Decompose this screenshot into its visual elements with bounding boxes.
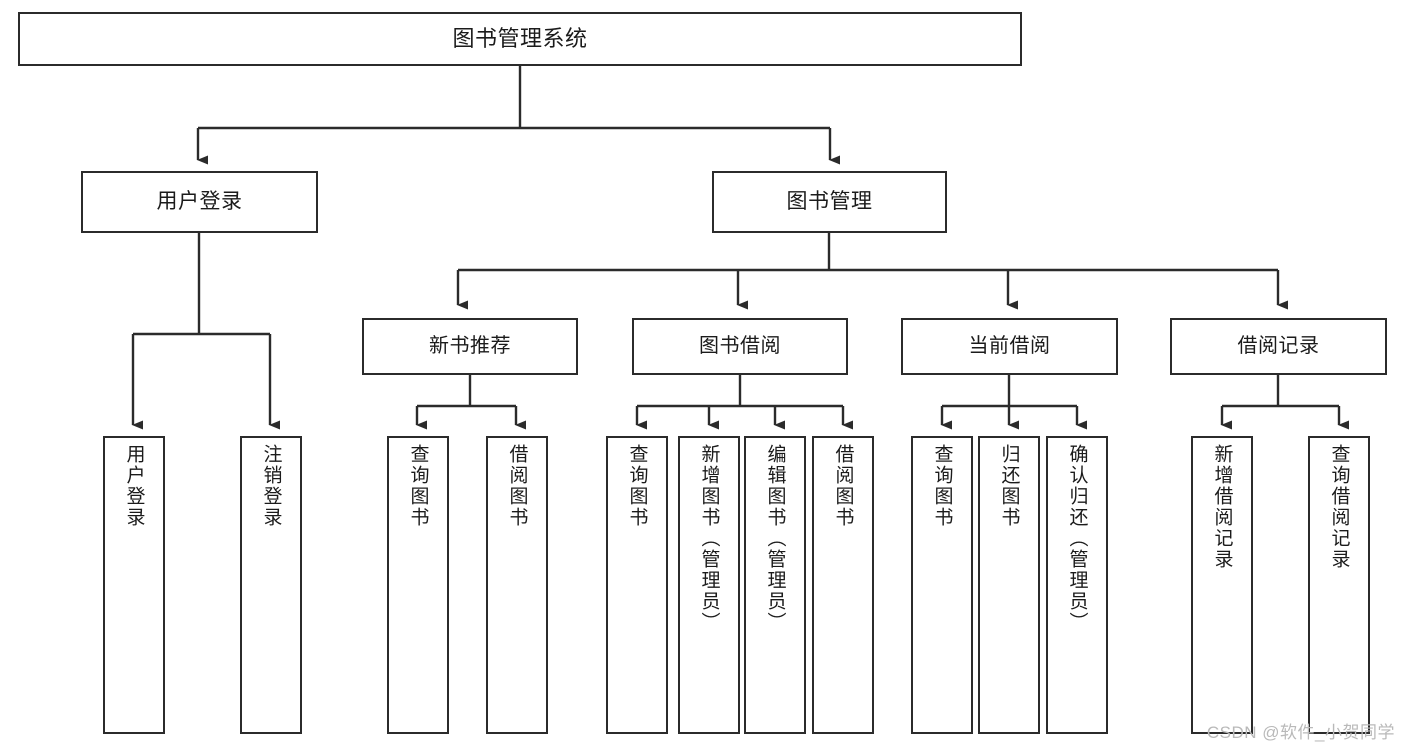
node-label: 新增借阅记录 — [1211, 444, 1233, 570]
node-label: 新增图书（管理员） — [698, 444, 720, 633]
leaf-query-borrow-record[interactable]: 查询借阅记录 — [1308, 436, 1370, 734]
node-label: 借阅记录 — [1237, 335, 1320, 357]
leaf-add-book-admin[interactable]: 新增图书（管理员） — [678, 436, 740, 734]
edge-group-new-book — [415, 375, 526, 430]
leaf-logout[interactable]: 注销登录 — [240, 436, 302, 734]
edge-group-borrow — [635, 375, 853, 430]
edge-group-book-manage — [456, 233, 1288, 310]
leaf-confirm-return-admin[interactable]: 确认归还（管理员） — [1046, 436, 1108, 734]
leaf-query-book-borrow[interactable]: 查询图书 — [606, 436, 668, 734]
node-label: 查询借阅记录 — [1328, 444, 1350, 570]
node-label: 图书管理 — [786, 189, 873, 213]
node-root-book-management-system[interactable]: 图书管理系统 — [18, 12, 1022, 66]
node-label: 图书借阅 — [699, 335, 781, 357]
node-label: 当前借阅 — [968, 335, 1051, 357]
csdn-watermark: CSDN @软件_小贺同学 — [1206, 723, 1395, 742]
edge-group-user-login — [131, 233, 280, 430]
node-label: 查询图书 — [931, 444, 953, 528]
leaf-user-login[interactable]: 用户登录 — [103, 436, 165, 734]
node-label: 查询图书 — [626, 444, 648, 528]
leaf-query-book-new-recommend[interactable]: 查询图书 — [387, 436, 449, 734]
leaf-return-book[interactable]: 归还图书 — [978, 436, 1040, 734]
edge-group-root — [196, 66, 840, 165]
node-borrow-record[interactable]: 借阅记录 — [1170, 318, 1387, 375]
node-book-borrow[interactable]: 图书借阅 — [632, 318, 848, 375]
node-new-book-recommend[interactable]: 新书推荐 — [362, 318, 578, 375]
node-user-login[interactable]: 用户登录 — [81, 171, 318, 233]
node-current-borrow[interactable]: 当前借阅 — [901, 318, 1118, 375]
node-label: 编辑图书（管理员） — [764, 444, 786, 633]
node-label: 用户登录 — [123, 444, 145, 528]
leaf-borrow-book[interactable]: 借阅图书 — [812, 436, 874, 734]
node-label: 注销登录 — [260, 444, 282, 528]
node-label: 确认归还（管理员） — [1066, 444, 1088, 633]
leaf-borrow-book-new-recommend[interactable]: 借阅图书 — [486, 436, 548, 734]
leaf-query-book-current[interactable]: 查询图书 — [911, 436, 973, 734]
node-label: 归还图书 — [998, 444, 1020, 528]
node-label: 借阅图书 — [506, 444, 528, 528]
leaf-add-borrow-record[interactable]: 新增借阅记录 — [1191, 436, 1253, 734]
node-label: 用户登录 — [156, 189, 243, 213]
node-label: 图书管理系统 — [452, 26, 588, 52]
edge-group-borrow-record — [1220, 375, 1349, 430]
node-label: 新书推荐 — [429, 335, 511, 357]
edge-group-current-borrow — [940, 375, 1087, 430]
node-label: 借阅图书 — [832, 444, 854, 528]
node-book-management[interactable]: 图书管理 — [712, 171, 947, 233]
leaf-edit-book-admin[interactable]: 编辑图书（管理员） — [744, 436, 806, 734]
node-label: 查询图书 — [407, 444, 429, 528]
